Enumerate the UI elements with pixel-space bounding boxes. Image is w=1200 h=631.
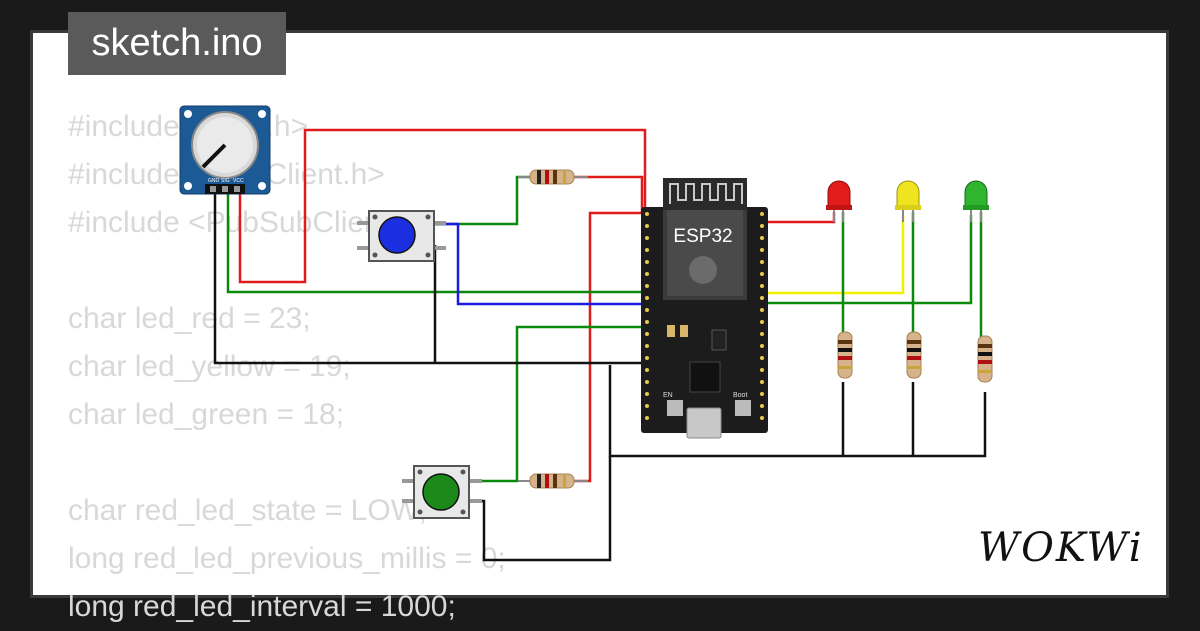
- resistor-top[interactable]: [518, 169, 588, 185]
- boot-button-label: Boot: [733, 392, 747, 399]
- code-line: long red_led_previous_millis = 0;: [68, 542, 506, 575]
- usb-connector-icon: [686, 407, 722, 439]
- potentiometer[interactable]: GND SIG VCC: [179, 105, 271, 195]
- file-tab[interactable]: sketch.ino: [68, 12, 286, 75]
- wire-black-ground-bus[interactable]: [608, 365, 987, 458]
- pushbutton-green[interactable]: [402, 465, 482, 519]
- wokwi-logo: WOKWi: [978, 525, 1144, 571]
- code-line: char led_green = 18;: [68, 398, 345, 431]
- led-green[interactable]: [963, 180, 989, 222]
- antenna-trace: [669, 183, 743, 204]
- en-button-label: EN: [663, 392, 673, 399]
- pot-pin-label: VCC: [233, 178, 244, 184]
- wire-green-led[interactable]: [762, 215, 973, 305]
- code-line: long red_led_interval = 1000;: [68, 590, 456, 623]
- wire-blue-button[interactable]: [435, 222, 660, 306]
- right-pin-header: [760, 212, 764, 420]
- wire-red-resistor-top[interactable]: [573, 175, 644, 213]
- wire-black-pot-gnd[interactable]: [213, 190, 660, 365]
- wire-green-pot-sig[interactable]: [226, 190, 660, 294]
- esp32-label: ESP32: [673, 226, 732, 247]
- wire-green-blue-button[interactable]: [435, 175, 530, 226]
- wire-red-pot-vcc[interactable]: [238, 128, 660, 284]
- wire-green-lower-button[interactable]: [470, 325, 660, 483]
- led-yellow[interactable]: [895, 180, 921, 222]
- code-line: char led_red = 23;: [68, 302, 311, 335]
- resistor-bottom[interactable]: [518, 473, 588, 489]
- wire-yellow-led[interactable]: [762, 215, 905, 295]
- espressif-logo-icon: [689, 256, 717, 284]
- resistor-led-2[interactable]: [906, 331, 922, 379]
- wires: [213, 128, 987, 562]
- code-line: char led_yellow = 19;: [68, 350, 351, 383]
- pot-pin-label: GND: [208, 178, 220, 184]
- resistor-led-3[interactable]: [977, 335, 993, 383]
- left-pin-header: [645, 212, 649, 420]
- led-red[interactable]: [826, 180, 852, 222]
- pushbutton-blue[interactable]: [357, 210, 446, 262]
- resistor-led-1[interactable]: [837, 331, 853, 379]
- wire-red-led[interactable]: [762, 212, 836, 224]
- esp32-board[interactable]: ESP32 EN Boot: [641, 178, 768, 439]
- pot-pin-label: SIG: [221, 178, 230, 184]
